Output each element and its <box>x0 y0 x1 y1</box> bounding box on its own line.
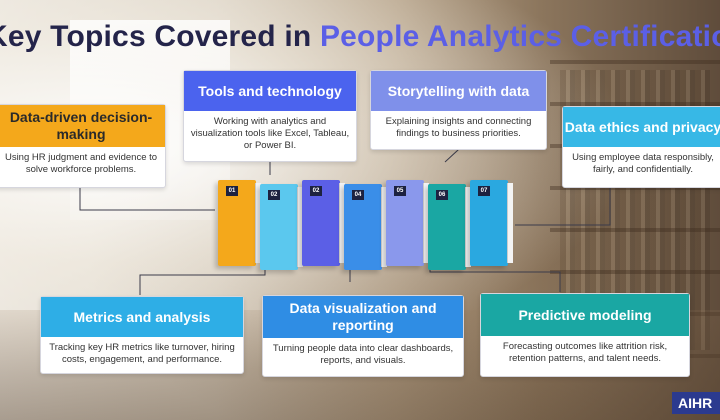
book-tag: 04 <box>352 190 364 200</box>
card-tools-desc: Working with analytics and visualization… <box>190 116 350 151</box>
card-data-driven-desc: Using HR judgment and evidence to solve … <box>4 152 158 175</box>
connector-metrics <box>139 268 266 295</box>
book-2: 02 <box>260 184 303 270</box>
card-ethics-title: Data ethics and privacy <box>563 107 720 147</box>
card-ethics: Data ethics and privacy Using employee d… <box>562 106 720 188</box>
book-6: 06 <box>428 184 471 270</box>
card-predictive: Predictive modeling Forecasting outcomes… <box>480 293 690 377</box>
card-ethics-desc: Using employee data responsibly, fairly,… <box>572 152 714 175</box>
card-data-driven: Data-driven decision-making Using HR jud… <box>0 104 166 188</box>
card-visualization: Data visualization and reporting Turning… <box>262 295 464 377</box>
card-data-driven-title: Data-driven decision-making <box>0 105 165 147</box>
book-tag: 02 <box>310 186 322 196</box>
connector-data-driven <box>79 185 215 211</box>
card-storytelling-desc: Explaining insights and connecting findi… <box>385 116 532 139</box>
card-metrics: Metrics and analysis Tracking key HR met… <box>40 296 244 374</box>
aihr-logo: AIHR <box>672 392 720 414</box>
title-accent: People Analytics Certification <box>319 20 720 53</box>
card-storytelling: Storytelling with data Explaining insigh… <box>370 70 547 150</box>
card-predictive-desc: Forecasting outcomes like attrition risk… <box>502 341 668 364</box>
connector-ethics <box>515 182 611 226</box>
card-tools-title: Tools and technology <box>184 71 356 111</box>
book-tag: 05 <box>394 186 406 196</box>
book-tag: 01 <box>226 186 238 196</box>
card-metrics-title: Metrics and analysis <box>41 297 243 337</box>
title-main: Key Topics Covered in <box>0 20 320 53</box>
book-tag: 07 <box>478 186 490 196</box>
book-tag: 06 <box>436 190 448 200</box>
book-4: 04 <box>344 184 387 270</box>
page-title: Key Topics Covered in People Analytics C… <box>0 20 720 54</box>
book-5: 05 <box>386 180 429 266</box>
card-predictive-title: Predictive modeling <box>481 294 689 336</box>
book-1: 01 <box>218 180 261 266</box>
book-tag: 02 <box>268 190 280 200</box>
card-visualization-title: Data visualization and reporting <box>263 296 463 338</box>
book-3: 02 <box>302 180 345 266</box>
card-storytelling-title: Storytelling with data <box>371 71 546 111</box>
card-tools: Tools and technology Working with analyt… <box>183 70 357 162</box>
book-7: 07 <box>470 180 513 266</box>
card-metrics-desc: Tracking key HR metrics like turnover, h… <box>49 342 235 365</box>
card-visualization-desc: Turning people data into clear dashboard… <box>272 343 454 366</box>
